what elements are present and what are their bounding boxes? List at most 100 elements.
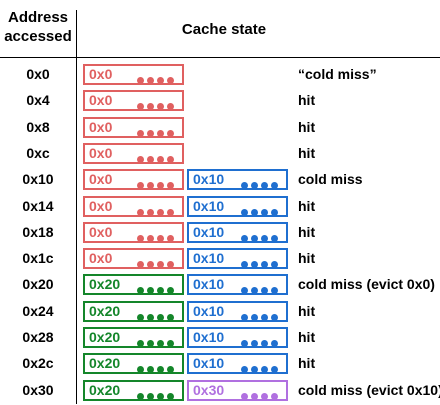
data-dot [167, 129, 174, 137]
cache-line: 0x30 [187, 379, 288, 404]
data-dot [137, 392, 144, 400]
access-status: hit [298, 329, 316, 345]
data-dot [137, 313, 144, 321]
cache-line: 0x0 [83, 116, 184, 141]
cache-line-tag: 0x20 [89, 302, 121, 319]
data-dot [167, 208, 174, 216]
data-dot [137, 155, 144, 163]
cache-line-tag: 0x10 [193, 302, 225, 319]
data-dot [241, 234, 248, 242]
cache-line: 0x10 [187, 221, 288, 246]
cache-line-data-dots [241, 308, 281, 325]
data-dot [157, 103, 164, 111]
access-status: hit [298, 197, 316, 214]
data-dot [261, 261, 268, 269]
data-dot [147, 182, 154, 190]
data-dot [167, 340, 174, 347]
address-cell: 0x30 [22, 381, 54, 398]
data-dot [167, 234, 174, 242]
cache-line-data-dots [241, 255, 281, 272]
cache-line: 0x0 [83, 221, 184, 243]
data-dot [137, 366, 144, 374]
cache-line-data-dots [137, 387, 177, 404]
cache-line: 0x20 [83, 379, 184, 404]
data-dot [251, 340, 258, 347]
cache-line-tag: 0x30 [193, 381, 225, 398]
cache-line-tag: 0x0 [89, 197, 113, 214]
data-dot [157, 313, 164, 321]
data-dot [251, 182, 258, 190]
access-status: hit [298, 223, 316, 240]
data-dot [137, 234, 144, 242]
cache-line: 0x0 [83, 90, 184, 114]
address-cell: 0x18 [22, 223, 54, 240]
data-dot [167, 392, 174, 400]
access-status: cold miss [298, 171, 363, 188]
cache-line: 0x20 [83, 353, 184, 377]
data-dot [241, 208, 248, 216]
access-status: hit [298, 250, 316, 267]
data-dot [261, 208, 268, 216]
address-cell: 0x20 [22, 276, 54, 293]
data-dot [241, 313, 248, 321]
cache-line-tag: 0x0 [89, 118, 113, 135]
data-dot [157, 129, 164, 137]
data-dot [271, 392, 278, 400]
cache-line-data-dots [241, 203, 281, 220]
cache-line: 0x10 [187, 274, 288, 296]
data-dot [157, 261, 164, 269]
data-dot [147, 208, 154, 216]
address-cell: 0x24 [22, 302, 54, 319]
cache-line-data-dots [241, 387, 281, 404]
data-dot [147, 313, 154, 321]
cache-line: 0x0 [83, 195, 184, 217]
data-dot [147, 103, 154, 111]
address-cell: 0x10 [22, 171, 54, 188]
data-dot [147, 155, 154, 163]
data-dot [251, 261, 258, 269]
data-dot [251, 234, 258, 242]
data-dot [261, 182, 268, 190]
data-dot [261, 313, 268, 321]
cache-line-data-dots [137, 124, 177, 141]
data-dot [147, 77, 154, 84]
data-dot [167, 182, 174, 190]
header-cache-state: Cache state [181, 21, 267, 38]
cache-line-data-dots [137, 255, 177, 272]
header-address: Address accessed [4, 9, 72, 45]
cache-line: 0x0 [83, 169, 184, 191]
data-dot [271, 182, 278, 190]
data-dot [157, 155, 164, 163]
address-cell: 0x8 [26, 118, 50, 135]
cache-line-data-dots [137, 97, 177, 114]
cache-line-tag: 0x0 [89, 66, 113, 82]
data-dot [167, 155, 174, 163]
cache-line-tag: 0x10 [193, 329, 225, 345]
cache-line-tag: 0x10 [193, 250, 225, 267]
data-dot [241, 261, 248, 269]
cache-line-data-dots [241, 229, 281, 246]
data-dot [167, 77, 174, 84]
data-dot [147, 392, 154, 400]
cache-line-tag: 0x20 [89, 355, 121, 372]
data-dot [157, 77, 164, 84]
cache-line-data-dots [137, 360, 177, 377]
access-status: hit [298, 144, 316, 161]
data-dot [261, 287, 268, 295]
data-dot [147, 366, 154, 374]
data-dot [167, 366, 174, 374]
data-dot [261, 340, 268, 347]
data-dot [251, 392, 258, 400]
data-dot [137, 103, 144, 111]
access-status: “cold miss” [298, 66, 377, 82]
data-dot [241, 392, 248, 400]
cache-line-data-dots [241, 360, 281, 377]
cache-line-tag: 0x20 [89, 329, 121, 345]
data-dot [157, 208, 164, 216]
address-cell: 0x28 [22, 329, 54, 345]
data-dot [147, 129, 154, 137]
